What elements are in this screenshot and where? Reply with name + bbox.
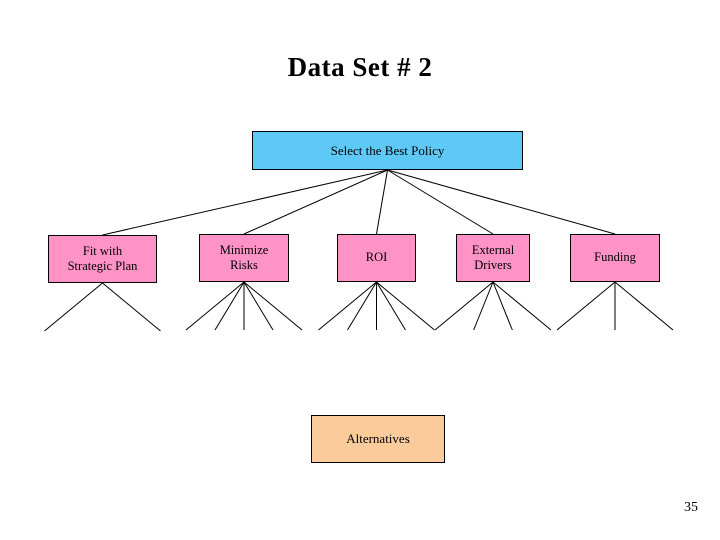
node-criterion-label: External Drivers bbox=[471, 242, 515, 272]
node-criterion-label: ROI bbox=[365, 250, 388, 265]
node-criterion-funding[interactable]: Funding bbox=[570, 234, 660, 282]
node-criterion-label: Fit with Strategic Plan bbox=[67, 243, 138, 273]
node-criterion-external-drivers[interactable]: External Drivers bbox=[456, 234, 530, 282]
node-goal[interactable]: Select the Best Policy bbox=[252, 131, 523, 170]
node-criterion-roi[interactable]: ROI bbox=[337, 234, 416, 282]
page-title: Data Set # 2 bbox=[287, 52, 433, 82]
node-criterion-fit-with-strategic-plan[interactable]: Fit with Strategic Plan bbox=[48, 235, 157, 283]
node-alternatives[interactable]: Alternatives bbox=[311, 415, 445, 463]
node-criterion-minimize-risks[interactable]: Minimize Risks bbox=[199, 234, 289, 282]
node-criterion-label: Minimize Risks bbox=[219, 242, 269, 272]
node-criterion-label: Funding bbox=[594, 250, 636, 265]
page-number: 35 bbox=[684, 500, 698, 515]
node-alternatives-label: Alternatives bbox=[346, 431, 410, 447]
node-goal-label: Select the Best Policy bbox=[330, 142, 445, 158]
